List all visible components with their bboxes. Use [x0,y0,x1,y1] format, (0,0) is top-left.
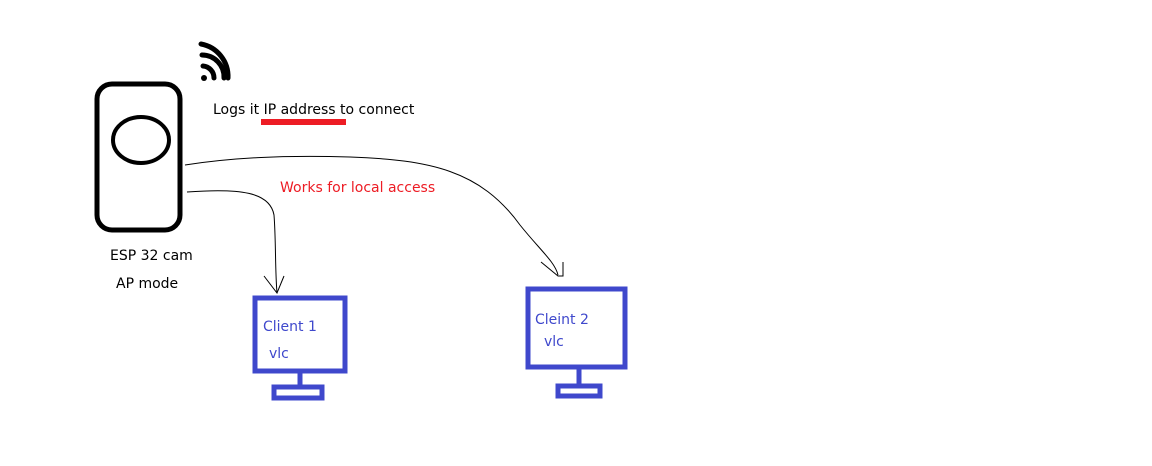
log-ip-note: Logs it IP address to connect [213,102,415,118]
arrowhead-client-1 [263,275,285,294]
arrowhead-client-2 [540,261,564,277]
connection-to-client-1 [186,190,278,294]
ip-address-underline [261,119,346,125]
client-2-name: Cleint 2 [535,312,589,328]
esp32-cam-device [94,81,183,233]
wifi-icon [198,41,231,81]
client-2-monitor [525,286,628,399]
client-2-app: vlc [544,334,564,350]
connection-to-client-2 [184,155,559,276]
local-access-note: Works for local access [280,180,435,196]
device-mode: AP mode [116,276,178,292]
client-1-monitor [252,295,348,401]
client-1-name: Client 1 [263,319,317,335]
client-1-app: vlc [269,346,289,362]
device-name: ESP 32 cam [110,248,193,264]
